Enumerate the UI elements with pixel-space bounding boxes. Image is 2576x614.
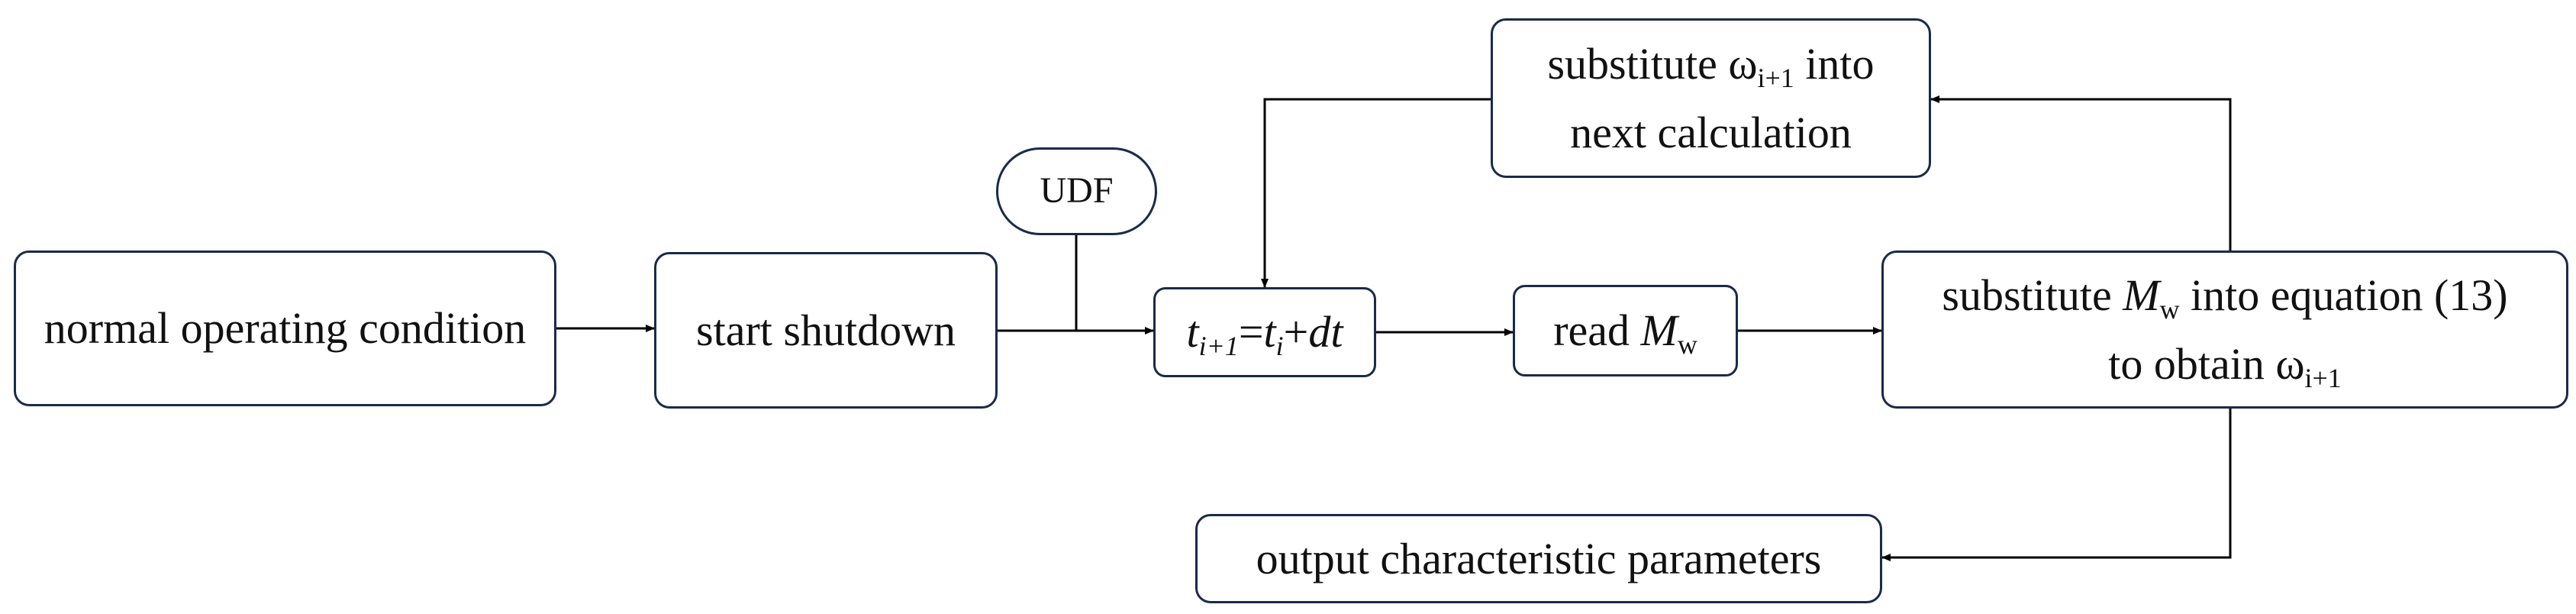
feedback-box: substitute ωi+1 into next calculation	[1491, 18, 1931, 178]
start-shutdown-label: start shutdown	[696, 305, 956, 355]
arrow-feedback-to-timestep	[1261, 98, 1491, 288]
output-box: output characteristic parameters	[1195, 514, 1882, 603]
omega-symbol: ω	[1728, 38, 1758, 89]
moment-symbol: M	[2123, 270, 2160, 320]
omega-symbol: ω	[2275, 338, 2305, 389]
time-t-next: t	[1186, 307, 1199, 357]
time-step-equation: ti+1=ti+dt	[1186, 298, 1343, 367]
udf-label: UDF	[1040, 170, 1114, 212]
equation-reference: into equation (13)	[2179, 270, 2508, 320]
read-mw-label: read Mw	[1553, 296, 1697, 365]
udf-box: UDF	[996, 147, 1157, 235]
omega-subscript: i+1	[1757, 62, 1794, 93]
omega-subscript: i+1	[2304, 362, 2342, 393]
substitute-prefix: substitute	[1942, 270, 2123, 320]
plus-sign: +	[1283, 307, 1309, 357]
substitute-mw-line2: to obtain ωi+1	[2108, 330, 2342, 399]
index-next: i+1	[1198, 330, 1239, 361]
moment-symbol: M	[1640, 305, 1678, 356]
moment-subscript: w	[1677, 328, 1697, 360]
equals-sign: =	[1238, 307, 1264, 357]
time-step-box: ti+1=ti+dt	[1153, 287, 1376, 377]
normal-operating-condition-box: normal operating condition	[14, 250, 556, 406]
arrow-substitute-to-feedback	[1930, 95, 2232, 250]
output-label: output characteristic parameters	[1256, 533, 1822, 583]
feedback-prefix: substitute	[1547, 38, 1729, 89]
read-prefix: read	[1553, 305, 1641, 356]
moment-subscript: w	[2159, 293, 2180, 325]
start-shutdown-box: start shutdown	[654, 252, 998, 409]
substitute-mw-line1: substitute Mw into equation (13)	[1942, 261, 2507, 330]
obtain-prefix: to obtain	[2108, 338, 2276, 389]
substitute-mw-box: substitute Mw into equation (13) to obta…	[1881, 250, 2568, 409]
time-increment: dt	[1308, 307, 1343, 357]
feedback-line1: substitute ωi+1 into	[1547, 30, 1874, 99]
time-t-current: t	[1263, 307, 1276, 357]
feedback-suffix: into	[1794, 38, 1875, 89]
read-mw-box: read Mw	[1513, 285, 1738, 376]
feedback-line2: next calculation	[1570, 107, 1852, 157]
normal-operating-condition-label: normal operating condition	[44, 303, 527, 354]
arrow-substitute-to-output	[1881, 409, 2232, 561]
index-current: i	[1275, 330, 1284, 361]
